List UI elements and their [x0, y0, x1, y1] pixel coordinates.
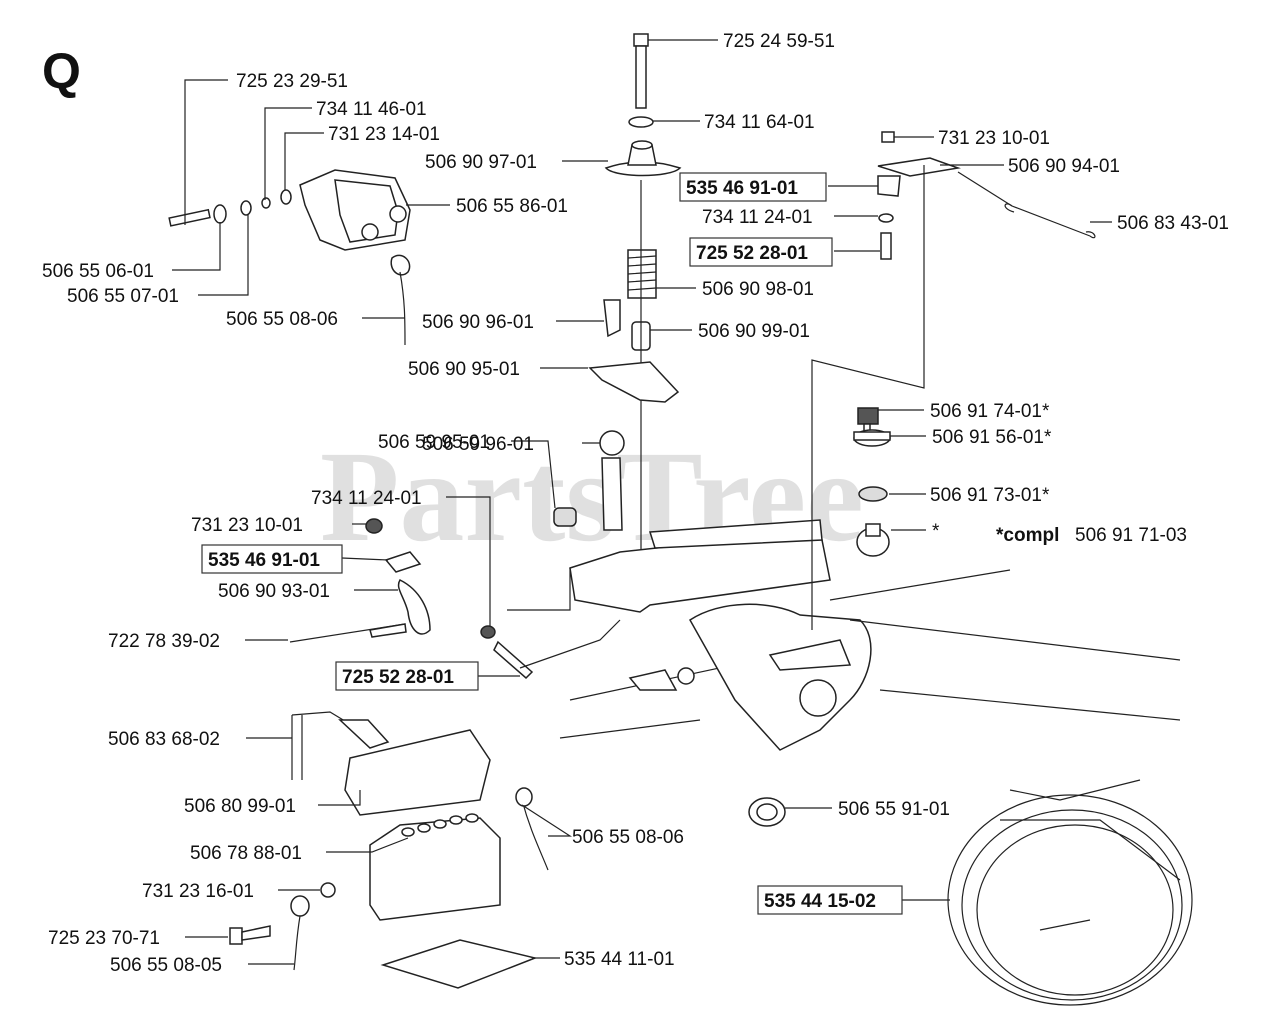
part-number-label-bold[interactable]: 535 44 15-02 [764, 891, 876, 912]
part-number-label[interactable]: 734 11 24-01 [702, 207, 813, 228]
part-number-label[interactable]: 506 91 56-01* [932, 427, 1052, 448]
part-number-label[interactable]: 734 11 46-01 [316, 99, 427, 120]
part-number-label[interactable]: 506 83 68-02 [108, 729, 220, 750]
part-number-label-bold[interactable]: 535 46 91-01 [208, 550, 320, 571]
part-number-label[interactable]: 722 78 39-02 [108, 631, 220, 652]
part-number-label[interactable]: 725 24 59-51 [723, 31, 835, 52]
part-number-label[interactable]: 734 11 64-01 [704, 112, 815, 133]
shift-lever-stack [553, 33, 682, 560]
bearing-inner [756, 803, 778, 821]
part-number-label[interactable]: 506 91 73-01* [930, 485, 1050, 506]
compl-number[interactable]: 506 91 71-03 [1075, 525, 1187, 546]
part-number-label[interactable]: 725 23 70-71 [48, 928, 160, 949]
clamp-assembly [289, 518, 534, 680]
part-number-label-bold[interactable]: 725 52 28-01 [342, 667, 454, 688]
part-number-label[interactable]: 506 90 95-01 [408, 359, 520, 380]
part-number-label[interactable]: 506 90 97-01 [425, 152, 537, 173]
part-number-label[interactable]: 731 23 14-01 [328, 124, 440, 145]
part-number-label[interactable]: 506 55 06-01 [42, 261, 154, 282]
part-number-label[interactable]: 506 91 74-01* [930, 401, 1050, 422]
bracket-and-spring [877, 131, 1096, 260]
compl-prefix: *compl [996, 525, 1059, 546]
part-number-label[interactable]: * [932, 521, 940, 542]
part-number-label-bold[interactable]: 725 52 28-01 [696, 243, 808, 264]
solenoid-assembly [168, 169, 411, 251]
part-number-label[interactable]: 506 59 96-01 [422, 434, 534, 455]
part-number-label[interactable]: 506 55 08-05 [110, 955, 222, 976]
label-box [689, 237, 833, 267]
solenoid-cable [390, 254, 411, 346]
label-box [757, 885, 903, 915]
part-number-label[interactable]: 506 55 07-01 [67, 286, 179, 307]
part-number-label[interactable]: 734 11 24-01 [311, 488, 422, 509]
battery-assembly [229, 711, 549, 989]
part-number-label[interactable]: 506 55 08-06 [572, 827, 684, 848]
part-number-label[interactable]: 506 80 99-01 [184, 796, 296, 817]
part-number-label-bold[interactable]: 535 46 91-01 [686, 178, 798, 199]
part-labels: 725 24 59-51 725 23 29-51 734 11 46-01 7… [42, 31, 1229, 976]
part-number-label[interactable]: 506 55 91-01 [838, 799, 950, 820]
part-number-label[interactable]: 506 78 88-01 [190, 843, 302, 864]
part-number-label[interactable]: 506 90 99-01 [698, 321, 810, 342]
wiring-harness [947, 779, 1193, 1006]
part-number-label[interactable]: 731 23 10-01 [938, 128, 1050, 149]
part-number-label[interactable]: 506 55 86-01 [456, 196, 568, 217]
label-box [201, 544, 343, 574]
section-letter: Q [42, 43, 81, 99]
label-box [335, 661, 479, 691]
ignition-switch [853, 407, 891, 557]
part-number-label[interactable]: 535 44 11-01 [564, 949, 675, 970]
part-number-label[interactable]: 725 23 29-51 [236, 71, 348, 92]
part-number-label[interactable]: 506 90 93-01 [218, 581, 330, 602]
part-number-label[interactable]: 506 90 94-01 [1008, 156, 1120, 177]
part-number-label[interactable]: 506 90 98-01 [702, 279, 814, 300]
part-number-label[interactable]: 506 83 43-01 [1117, 213, 1229, 234]
part-number-label[interactable]: 506 90 96-01 [422, 312, 534, 333]
chassis-frame [507, 519, 1181, 751]
part-number-label[interactable]: 506 59 95-01 [378, 432, 490, 453]
part-number-label[interactable]: 731 23 16-01 [142, 881, 254, 902]
leader-lines [172, 39, 1112, 965]
part-number-label[interactable]: 731 23 10-01 [191, 515, 303, 536]
part-number-label[interactable]: 506 55 08-06 [226, 309, 338, 330]
label-box [679, 172, 827, 202]
